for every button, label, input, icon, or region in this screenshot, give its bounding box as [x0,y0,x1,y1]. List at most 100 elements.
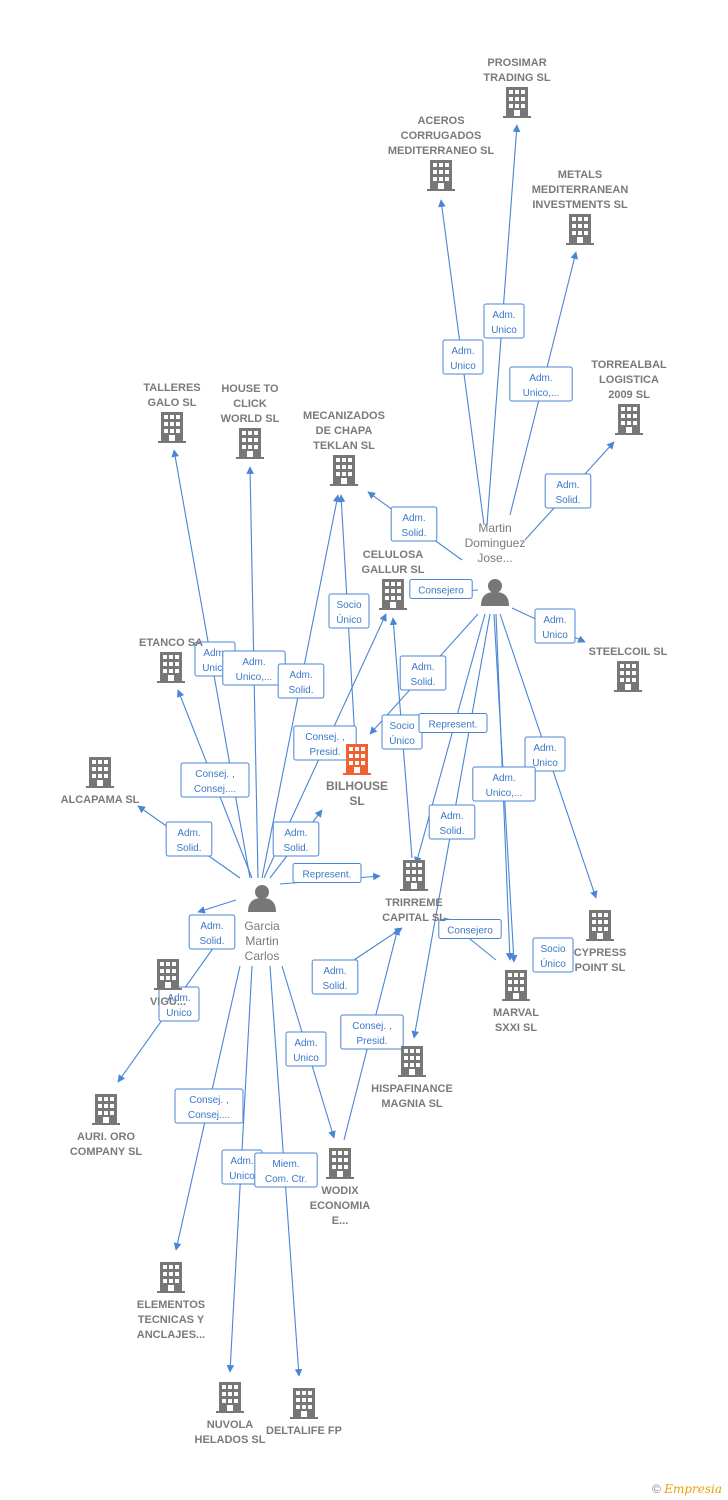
company-label[interactable]: MAGNIA SL [381,1098,443,1110]
company-label[interactable]: 2009 SL [608,389,650,401]
company-torrealbal[interactable]: TORREALBAL LOGISTICA 2009 SL [591,359,667,435]
company-label[interactable]: METALS [558,169,602,181]
company-etanco[interactable]: ETANCO SA [139,637,203,683]
company-label[interactable]: TRIRREME [385,897,442,909]
company-aceros[interactable]: ACEROS CORRUGADOS MEDITERRANEO SL [388,115,495,191]
company-label[interactable]: LOGISTICA [599,374,659,386]
edge-label-e25[interactable]: Adm.Solid. [188,914,236,950]
person-label[interactable]: Garcia [244,919,280,933]
edge-label-box[interactable] [544,473,592,509]
building-icon[interactable] [614,661,642,692]
edge-label-box[interactable] [272,821,320,857]
edge-label-box[interactable] [165,821,213,857]
edge-label-e19[interactable]: Adm.Solid. [277,663,325,699]
building-icon[interactable] [566,214,594,245]
company-label[interactable]: NUVOLA [207,1419,254,1431]
company-marval[interactable]: MARVAL SXXI SL [493,970,539,1034]
edge-label-e7[interactable]: Adm.Unico [534,608,576,644]
building-icon[interactable] [290,1388,318,1419]
company-label[interactable]: MEDITERRANEO SL [388,145,495,157]
edge-label-box[interactable] [472,766,536,802]
edge-label-e28[interactable]: Consej. ,Presid. [340,1014,404,1050]
person-martin[interactable]: MartinDominguezJose... [465,521,526,606]
edge-label-e4[interactable]: Adm.Solid. [544,473,592,509]
building-icon[interactable] [92,1094,120,1125]
edge-label-e10[interactable]: Represent. [418,713,488,733]
building-icon[interactable] [427,160,455,191]
building-icon[interactable] [398,1046,426,1077]
edge-label-e24[interactable]: Represent. [292,863,362,883]
edge-label-box[interactable] [442,339,484,375]
company-label[interactable]: CORRUGADOS [401,130,482,142]
company-label[interactable]: MEDITERRANEAN [532,184,629,196]
edge-label-box[interactable] [509,366,573,402]
edge-label-e23[interactable]: Adm.Solid. [272,821,320,857]
company-label[interactable]: CYPRESS [574,947,627,959]
building-icon[interactable] [236,428,264,459]
company-label[interactable]: BILHOUSE [326,779,388,793]
edge-label-e3[interactable]: Adm.Unico,... [509,366,573,402]
edge-label-e2[interactable]: Adm.Unico [442,339,484,375]
building-icon[interactable] [615,404,643,435]
company-label[interactable]: WORLD SL [221,413,280,425]
edge-label-e11[interactable]: Adm.Unico [524,736,566,772]
edge-label-e18[interactable]: Adm.Unico,... [222,650,286,686]
edge-label-box[interactable] [254,1152,318,1188]
edge-label-e27[interactable]: Adm.Solid. [311,959,359,995]
building-icon[interactable] [154,959,182,990]
edge-label-e12[interactable]: Adm.Unico,... [472,766,536,802]
edge-label-e20[interactable]: Consej. ,Presid. [293,725,357,761]
company-label[interactable]: SL [349,794,364,808]
company-label[interactable]: MARVAL [493,1007,539,1019]
company-vigu[interactable]: VIGU... [150,959,186,1008]
company-label[interactable]: TORREALBAL [591,359,667,371]
building-icon[interactable] [343,744,371,775]
company-steelcoil[interactable]: STEELCOIL SL [589,646,668,692]
edge-label-box[interactable] [428,804,476,840]
building-icon[interactable] [586,910,614,941]
company-label[interactable]: SXXI SL [495,1022,537,1034]
edge-label-box[interactable] [399,655,447,691]
edge-label-box[interactable] [524,736,566,772]
edge-label-e13[interactable]: Adm.Solid. [428,804,476,840]
company-deltalife[interactable]: DELTALIFE FP [266,1388,342,1437]
edge-label-e6[interactable]: Consejero [409,579,473,599]
edge-label-e14[interactable]: Consejero [438,919,502,939]
edge-label-box[interactable] [340,1014,404,1050]
edge-label-box[interactable] [277,663,325,699]
company-label[interactable]: DE CHAPA [316,425,373,437]
company-label[interactable]: ACEROS [417,115,464,127]
company-label[interactable]: TRADING SL [483,72,551,84]
company-alcapama[interactable]: ALCAPAMA SL [61,757,140,806]
building-icon[interactable] [157,1262,185,1293]
company-label[interactable]: STEELCOIL SL [589,646,668,658]
company-label[interactable]: DELTALIFE FP [266,1425,342,1437]
company-label[interactable]: WODIX [321,1185,359,1197]
edge-label-box[interactable] [180,762,250,798]
edge-label-box[interactable] [438,919,502,939]
edge-label-box[interactable] [483,303,525,339]
company-label[interactable]: ANCLAJES... [137,1329,205,1341]
edge-label-box[interactable] [418,713,488,733]
edge-label-e8[interactable]: Adm.Solid. [399,655,447,691]
company-label[interactable]: INVESTMENTS SL [532,199,628,211]
building-icon[interactable] [326,1148,354,1179]
person-label[interactable]: Jose... [477,551,512,565]
building-icon[interactable] [379,579,407,610]
company-label[interactable]: MECANIZADOS [303,410,385,422]
edge-label-box[interactable] [188,914,236,950]
building-icon[interactable] [330,455,358,486]
edge-label-box[interactable] [390,506,438,542]
person-label[interactable]: Martin [245,934,278,948]
